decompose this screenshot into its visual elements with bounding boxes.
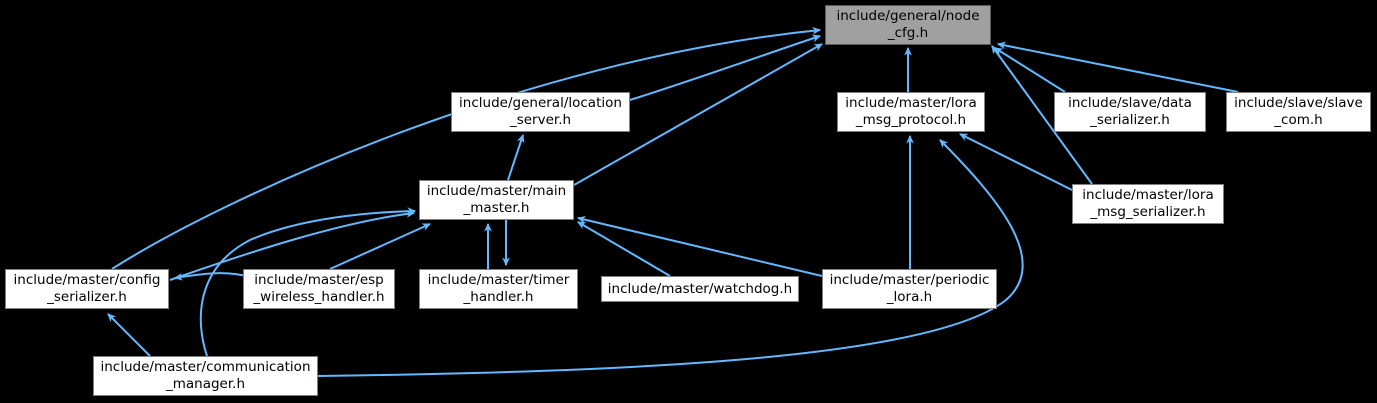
- graph-node-lora_msg_protocol[interactable]: include/master/lora _msg_protocol.h: [837, 92, 985, 132]
- edge-communication-manager-to-lora-msg-protocol: [317, 139, 1024, 377]
- edge-communication-manager-to-main-master: [199, 207, 417, 357]
- graph-node-timer_handler[interactable]: include/master/timer _handler.h: [419, 269, 578, 309]
- graph-node-location_server[interactable]: include/general/location _server.h: [451, 92, 630, 132]
- edge-watchdog-to-main-master: [577, 221, 671, 277]
- graph-node-label: include/master/lora _msg_protocol.h: [845, 95, 977, 128]
- edge-main-master-to-location-server: [507, 133, 525, 181]
- graph-node-label: include/master/watchdog.h: [607, 280, 793, 297]
- graph-node-data_serializer[interactable]: include/slave/data _serializer.h: [1054, 92, 1206, 132]
- edge-config-serializer-to-node-cfg: [111, 26, 822, 270]
- edge-lora-msg-serializer-to-node-cfg: [991, 45, 1093, 185]
- graph-node-label: include/general/location _server.h: [459, 95, 622, 128]
- graph-node-label: include/slave/slave _com.h: [1234, 95, 1363, 128]
- edge-esp-wireless-to-main-master: [329, 223, 432, 270]
- edge-main-master-to-node-cfg: [573, 43, 823, 186]
- graph-node-communication_mgr[interactable]: include/master/communication _manager.h: [93, 356, 318, 396]
- graph-node-esp_wireless[interactable]: include/master/esp _wireless_handler.h: [243, 269, 395, 309]
- graph-node-label: include/master/esp _wireless_handler.h: [253, 272, 385, 305]
- graph-node-periodic_lora[interactable]: include/master/periodic _lora.h: [822, 269, 997, 309]
- graph-node-lora_msg_serializer[interactable]: include/master/lora _msg_serializer.h: [1072, 184, 1224, 224]
- graph-node-config_serializer[interactable]: include/master/config _serializer.h: [5, 269, 169, 309]
- graph-node-label: include/slave/data _serializer.h: [1068, 95, 1192, 128]
- graph-node-label: include/master/periodic _lora.h: [829, 272, 990, 305]
- edge-slave-com-to-node-cfg: [996, 41, 1239, 93]
- edge-location-server-to-node-cfg: [629, 34, 822, 101]
- edge-communication-manager-to-config-serializer: [107, 313, 151, 357]
- graph-node-label: include/master/config _serializer.h: [13, 272, 161, 305]
- graph-node-node_cfg[interactable]: include/general/node _cfg.h: [825, 5, 991, 45]
- graph-node-label: include/master/lora _msg_serializer.h: [1082, 187, 1214, 220]
- edge-data-serializer-to-node-cfg: [994, 47, 1066, 93]
- edge-config-serializer-to-main-master: [169, 210, 416, 281]
- graph-node-main_master[interactable]: include/master/main _master.h: [419, 180, 574, 220]
- graph-node-label: include/master/communication _manager.h: [100, 359, 311, 392]
- graph-node-label: include/general/node _cfg.h: [836, 8, 980, 41]
- graph-node-watchdog[interactable]: include/master/watchdog.h: [601, 276, 799, 302]
- edge-periodic-lora-to-main-master: [576, 215, 823, 277]
- graph-node-slave_com[interactable]: include/slave/slave _com.h: [1226, 92, 1371, 132]
- edge-lora-msg-serializer-to-lora-msg-protocol: [959, 133, 1073, 191]
- graph-node-label: include/master/main _master.h: [426, 183, 567, 216]
- graph-node-label: include/master/timer _handler.h: [427, 272, 570, 305]
